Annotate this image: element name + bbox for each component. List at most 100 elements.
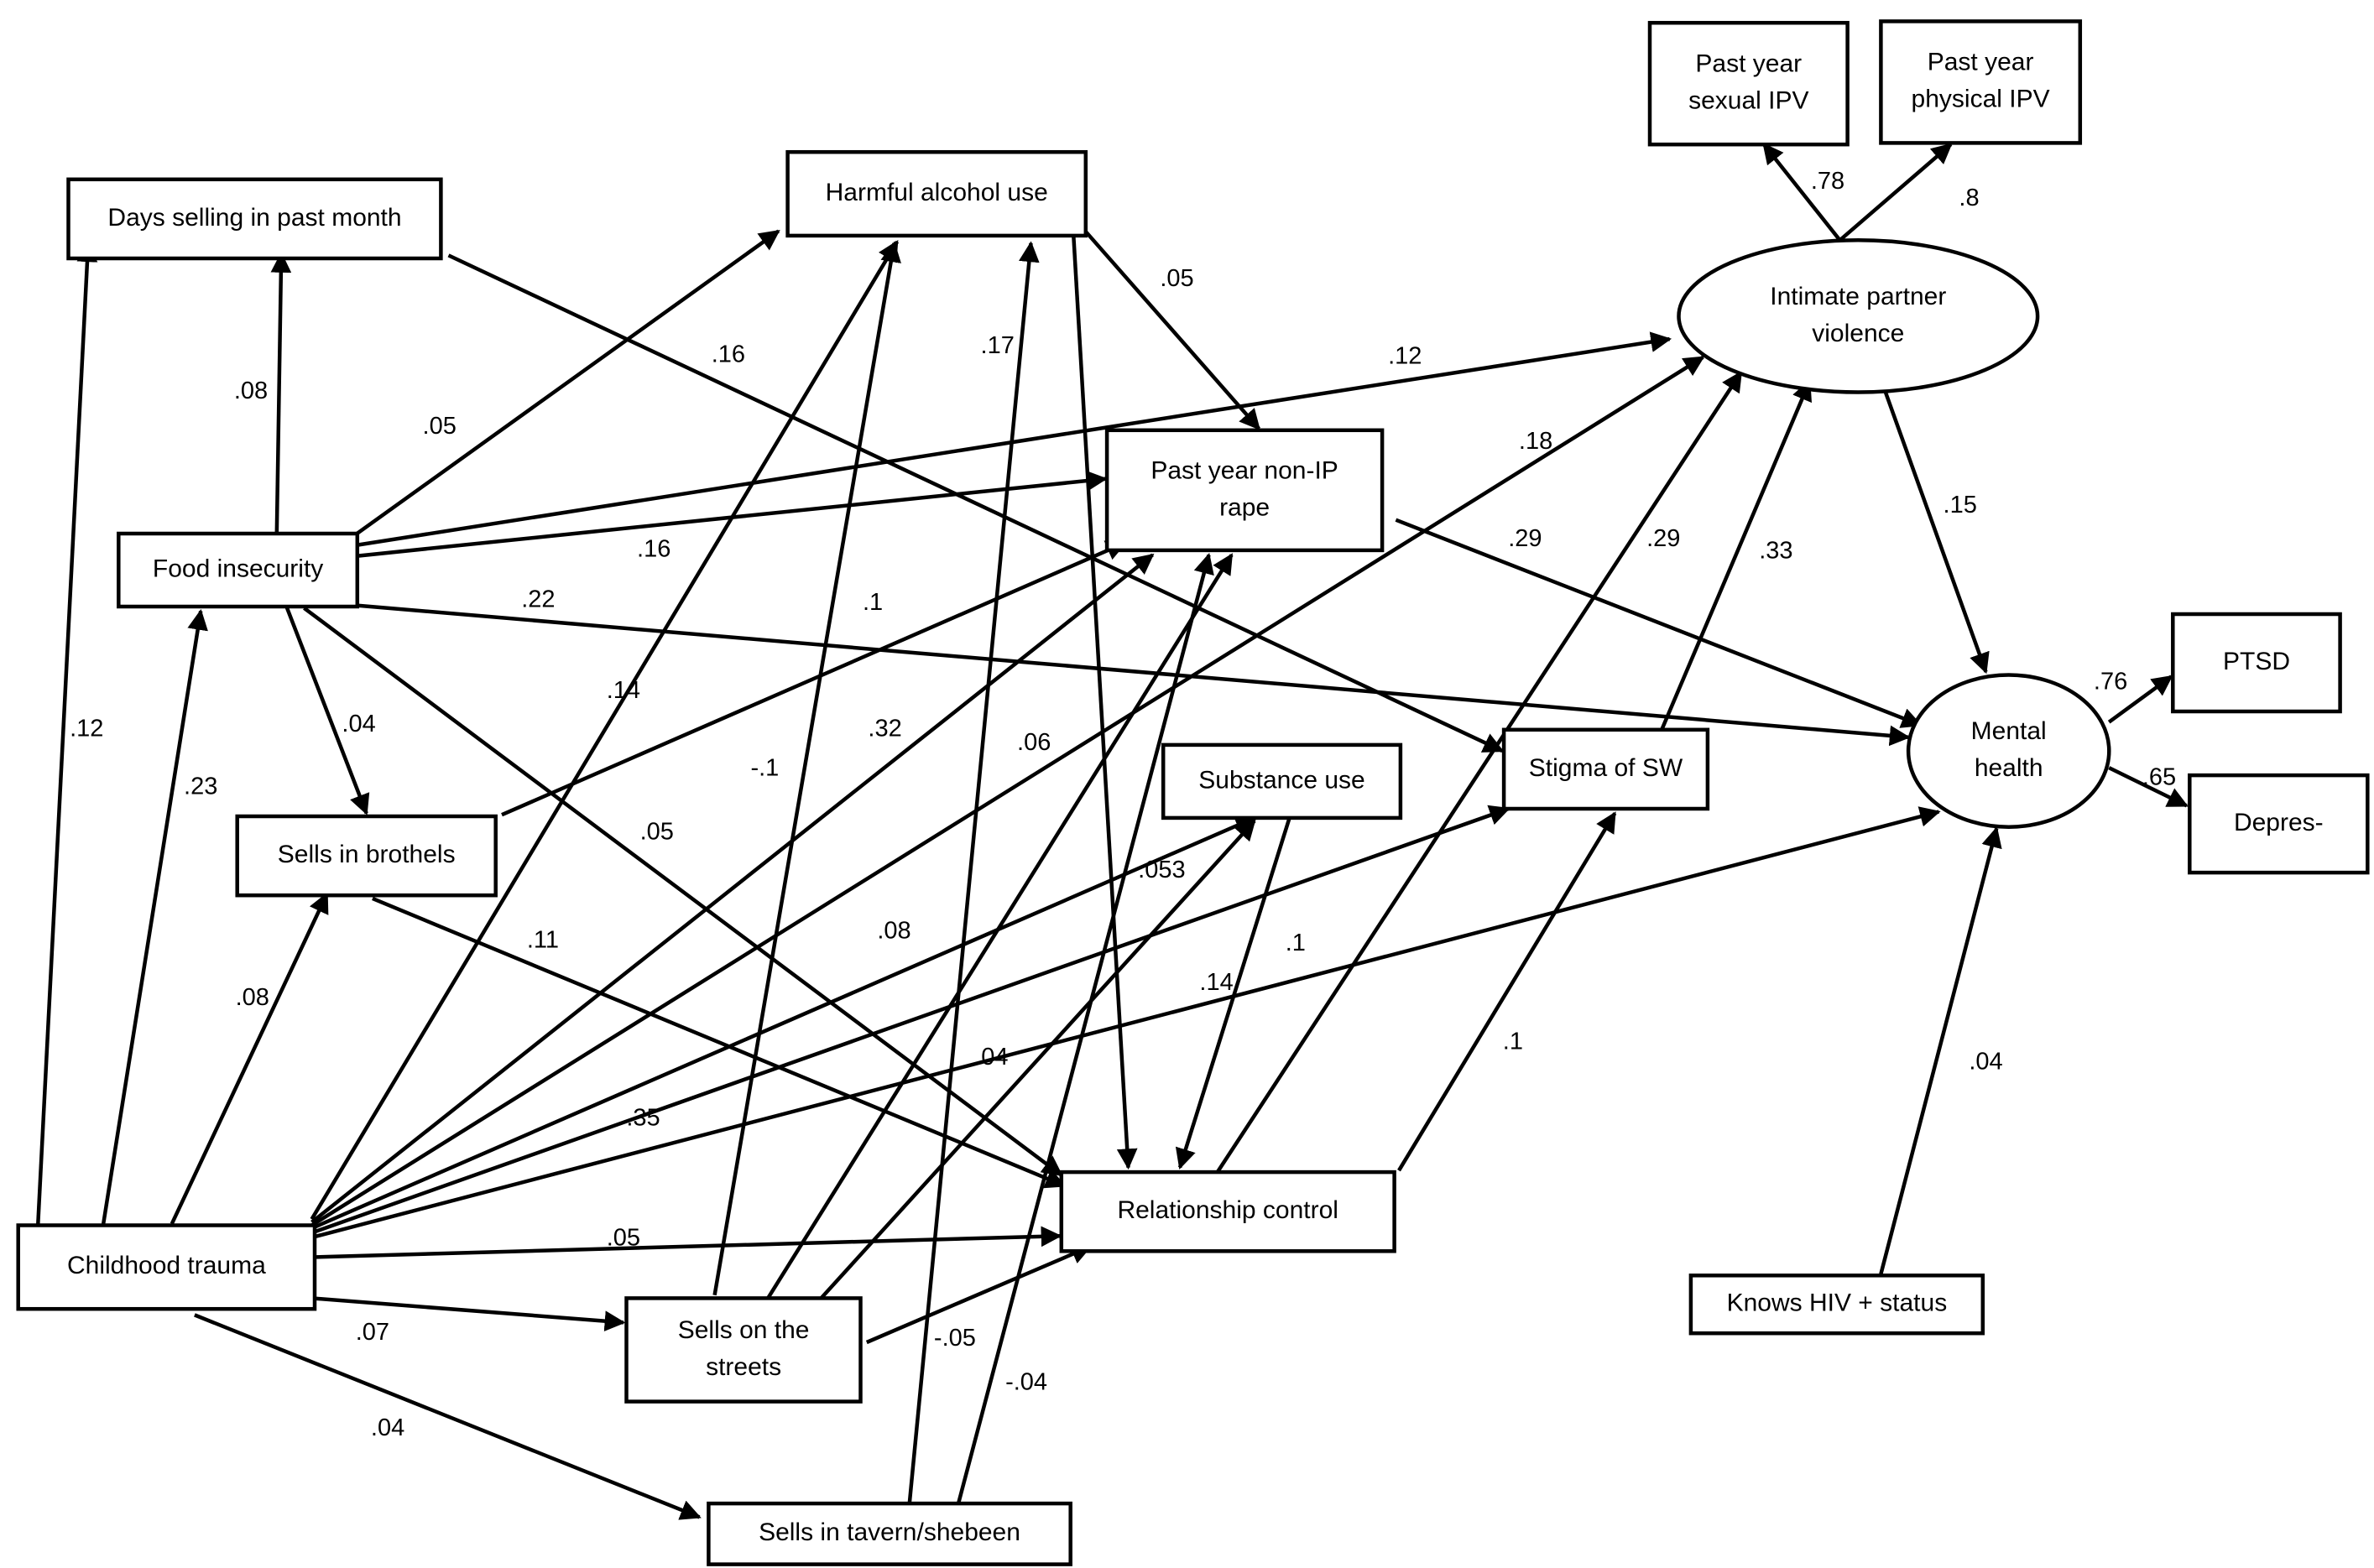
edge-trauma-to-days (36, 241, 98, 1224)
edge-label-control-to-ipv: .29 (1646, 525, 1680, 552)
edge-label-brothels-to-control: .11 (527, 926, 559, 953)
node-shape (1688, 1274, 1985, 1336)
node-label: Sells on the (678, 1316, 810, 1344)
edge-label-trauma-to-alcohol: .14 (607, 677, 640, 704)
edge-label-ipv-to-physical_ipv: .8 (1959, 185, 1979, 211)
edge-streets-to-rape (766, 553, 1234, 1300)
edges-layer (36, 143, 2189, 1520)
node-alcohol: Harmful alcohol use (785, 149, 1088, 238)
edge-label-food-to-mental: .22 (521, 586, 555, 612)
node-label: Substance use (1198, 766, 1364, 794)
edge-food-to-control (303, 606, 1063, 1177)
node-shape (1906, 673, 2111, 829)
node-shape (2171, 612, 2342, 714)
edge-label-tavern-to-rape: -.04 (1005, 1369, 1047, 1396)
edge-label-substance-to-control: .1 (1286, 930, 1306, 956)
node-shape (1059, 1169, 1396, 1253)
edge-label-streets-to-substance: .04 (974, 1044, 1008, 1071)
edge-label-streets-to-rape: .053 (1138, 857, 1185, 883)
edge-food-to-alcohol (352, 229, 780, 539)
node-label: Past year (1695, 50, 1802, 78)
node-label: Harmful alcohol use (826, 179, 1048, 206)
edge-label-trauma-to-mental: .35 (626, 1104, 660, 1131)
edge-trauma-to-food (101, 608, 208, 1225)
edge-streets-to-control (865, 1244, 1093, 1345)
node-mental: Mental health (1906, 673, 2111, 829)
node-shape (624, 1296, 863, 1404)
node-label: Mental (1971, 717, 2047, 745)
node-shape (1161, 742, 1403, 820)
edge-brothels-to-rape (501, 540, 1128, 817)
edge-stigma-to-ipv (1658, 379, 1812, 734)
node-label: violence (1812, 320, 1904, 347)
node-shape (785, 149, 1088, 238)
edge-label-trauma-to-days: .12 (70, 715, 103, 742)
node-label: health (1975, 754, 2043, 782)
node-label: sexual IPV (1688, 87, 1808, 115)
node-label: Depres- (2234, 809, 2324, 836)
node-shape (707, 1501, 1072, 1566)
node-days: Days selling in past month (66, 177, 443, 261)
edge-label-stigma-to-ipv: .33 (1759, 537, 1792, 564)
edge-label-food-to-brothels: .04 (342, 711, 375, 737)
edge-streets-to-alcohol (712, 241, 901, 1296)
edge-label-food-to-rape: .16 (637, 536, 670, 563)
edge-control-to-ipv (1214, 370, 1743, 1175)
edge-label-trauma-to-substance: .08 (877, 917, 910, 944)
node-shape (117, 531, 360, 609)
edge-label-streets-to-control: -.05 (934, 1325, 976, 1352)
edge-label-food-to-alcohol: .05 (423, 413, 457, 440)
edge-days-to-stigma (447, 253, 1505, 753)
edge-label-trauma-to-tavern: .04 (371, 1414, 404, 1441)
edge-trauma-to-rape (310, 553, 1155, 1224)
edge-label-hiv-to-mental: .04 (1969, 1048, 2002, 1075)
edge-trauma-to-alcohol (310, 239, 900, 1221)
node-depres: Depres- (2188, 773, 2370, 875)
edge-label-mental-to-ptsd: .76 (2094, 668, 2127, 695)
node-label: Relationship control (1117, 1196, 1338, 1224)
node-label: physical IPV (1912, 86, 2050, 113)
node-control: Relationship control (1059, 1169, 1396, 1253)
node-shape (1501, 727, 1710, 811)
edge-label-trauma-to-rape: .32 (868, 715, 901, 742)
node-shape (66, 177, 443, 261)
edge-label-brothels-to-rape: .1 (863, 589, 883, 616)
edge-alcohol-to-control (1072, 235, 1138, 1170)
node-tavern: Sells in tavern/shebeen (707, 1501, 1072, 1566)
node-ptsd: PTSD (2171, 612, 2342, 714)
edge-streets-to-substance (819, 819, 1256, 1300)
node-shape (235, 814, 498, 898)
edge-label-trauma-to-ipv: .18 (1519, 428, 1552, 455)
edge-trauma-to-control (311, 1226, 1062, 1259)
node-label: PTSD (2223, 648, 2290, 675)
edge-alcohol-to-rape (1081, 227, 1260, 430)
node-sexual-ipv: Past year sexual IPV (1647, 20, 1850, 147)
edge-label-control-to-stigma: .1 (1503, 1029, 1523, 1055)
node-label: Knows HIV + status (1727, 1289, 1948, 1317)
edge-hiv-to-mental (1879, 826, 2002, 1275)
node-shape (1677, 238, 2040, 394)
edge-label-trauma-to-control: .05 (607, 1224, 640, 1251)
edge-label-trauma-to-streets: .07 (356, 1319, 389, 1346)
node-label: Intimate partner (1770, 283, 1946, 310)
edge-label-alcohol-to-control: .06 (1017, 729, 1051, 756)
edge-trauma-to-mental (310, 806, 1941, 1240)
edge-label-trauma-to-food: .23 (184, 773, 217, 800)
edge-mental-to-ptsd (2107, 675, 2173, 724)
edge-ipv-to-mental (1883, 391, 1990, 675)
edge-trauma-to-streets (311, 1296, 626, 1332)
edge-brothels-to-control (372, 896, 1067, 1189)
node-shape (1647, 20, 1850, 147)
node-label: Food insecurity (153, 555, 323, 582)
node-ipv: Intimate partner violence (1677, 238, 2040, 394)
edge-trauma-to-brothels (170, 892, 329, 1225)
edge-label-tavern-to-alcohol: .17 (981, 332, 1015, 359)
node-shape (1879, 19, 2083, 145)
node-shape (1104, 428, 1385, 553)
edge-control-to-stigma (1397, 811, 1617, 1172)
edge-label-ipv-to-mental: .15 (1944, 492, 1977, 518)
edge-label-mental-to-depres: .65 (2142, 763, 2176, 790)
